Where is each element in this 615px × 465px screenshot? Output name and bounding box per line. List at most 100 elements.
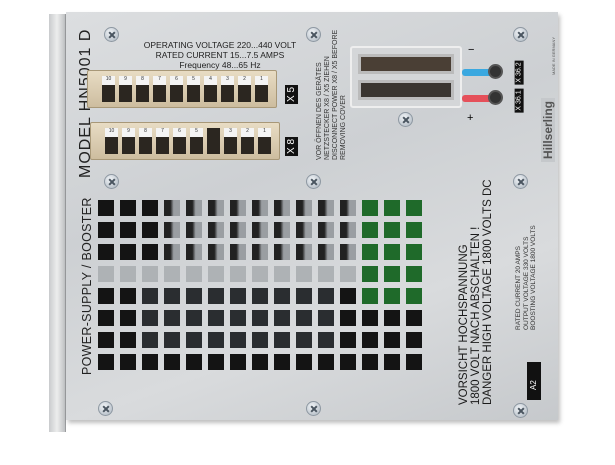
plus-sign: + [467,112,474,124]
screw-icon [513,174,528,189]
vent-hole [340,310,356,326]
pin-number: 8 [141,76,144,82]
brand-logo: Hillserling [541,97,555,162]
connector-pin: 5 [187,76,200,102]
vent-hole [406,266,422,282]
vent-hole [274,354,290,370]
vent-hole [120,354,136,370]
vent-hole [230,222,246,238]
vent-hole [186,332,202,348]
vent-hole [384,266,400,282]
vent-hole [252,222,268,238]
vent-hole [384,244,400,260]
pin-number: 5 [195,128,198,134]
vent-hole [120,222,136,238]
vent-hole [318,222,334,238]
vent-hole [406,332,422,348]
spec-voltage: OPERATING VOLTAGE 220...440 VOLT [143,40,297,50]
vent-hole [252,288,268,304]
pin-number: 9 [124,76,127,82]
vent-hole [142,266,158,282]
connector-pin: 1 [255,76,268,102]
vent-hole [252,354,268,370]
connector-pin: 6 [170,76,183,102]
vent-hole [120,288,136,304]
screw-icon [398,112,413,127]
screw-icon [306,27,321,42]
pin-number: 1 [263,128,266,134]
vent-hole [120,332,136,348]
vent-hole [186,354,202,370]
rating-line: BOOSTING VOLTAGE 1800 VOLTS [530,225,537,330]
vent-hole [120,200,136,216]
product-type-label: POWER-SUPPLY / BOOSTER [80,197,94,375]
vent-hole [406,244,422,260]
vent-hole [318,310,334,326]
vent-hole [252,310,268,326]
vent-hole [296,332,312,348]
screw-icon [104,27,119,42]
warning-line: NETZSTECKER X8 / X5 ZIEHEN [324,56,331,160]
connector-pin: 9 [122,128,135,154]
pin-number: 4 [209,76,212,82]
vent-hole [186,266,202,282]
vent-hole [186,310,202,326]
screw-icon [104,174,119,189]
vent-hole [230,244,246,260]
pin-number: 3 [226,76,229,82]
warning-line: VOR ÖFFNEN DES GERÄTES [316,62,323,160]
vent-hole [384,200,400,216]
vent-hole [274,222,290,238]
pin-number: 6 [175,76,178,82]
vent-hole [384,354,400,370]
vent-hole [384,332,400,348]
vent-hole [340,244,356,260]
vent-hole [274,244,290,260]
pin-number: 5 [192,76,195,82]
vent-hole [142,310,158,326]
vent-hole [384,222,400,238]
blue-wire [462,69,497,76]
vent-hole [120,266,136,282]
vent-hole [164,266,180,282]
vent-hole [318,244,334,260]
slot-label: A2 [527,362,541,400]
vent-hole [362,310,378,326]
vent-hole [120,310,136,326]
vent-hole [142,332,158,348]
vent-hole [296,266,312,282]
made-in-label: MADE IN GERMANY [551,36,556,75]
vent-hole [318,288,334,304]
vent-hole [274,288,290,304]
vent-hole [98,288,114,304]
vent-hole [384,288,400,304]
vent-hole [340,332,356,348]
terminal-x36-2-label: X 36.2 [514,60,524,85]
ratings-block: RATED CURRENT 20 AMPS OUTPUT VOLTAGE 330… [515,225,538,330]
spec-current: RATED CURRENT 15...7.5 AMPS [155,50,285,60]
vent-hole [406,354,422,370]
vent-hole [208,310,224,326]
pin-number: 10 [108,128,115,134]
pin-number: 2 [246,128,249,134]
pin-number: 9 [127,128,130,134]
vent-hole [362,288,378,304]
vent-hole [296,354,312,370]
connector-pin: 5 [190,128,203,154]
vent-hole [142,244,158,260]
connector-pin: 10 [105,128,118,154]
vent-hole [340,354,356,370]
vent-hole [208,332,224,348]
pin-number: 3 [229,128,232,134]
screw-icon [98,401,113,416]
vent-hole [340,222,356,238]
vent-hole [230,354,246,370]
vent-hole [362,244,378,260]
vent-hole [164,288,180,304]
screw-icon [513,403,528,418]
power-terminal-block [350,46,462,108]
vent-hole [406,288,422,304]
vent-hole [318,354,334,370]
connector-pin: 7 [156,128,169,154]
